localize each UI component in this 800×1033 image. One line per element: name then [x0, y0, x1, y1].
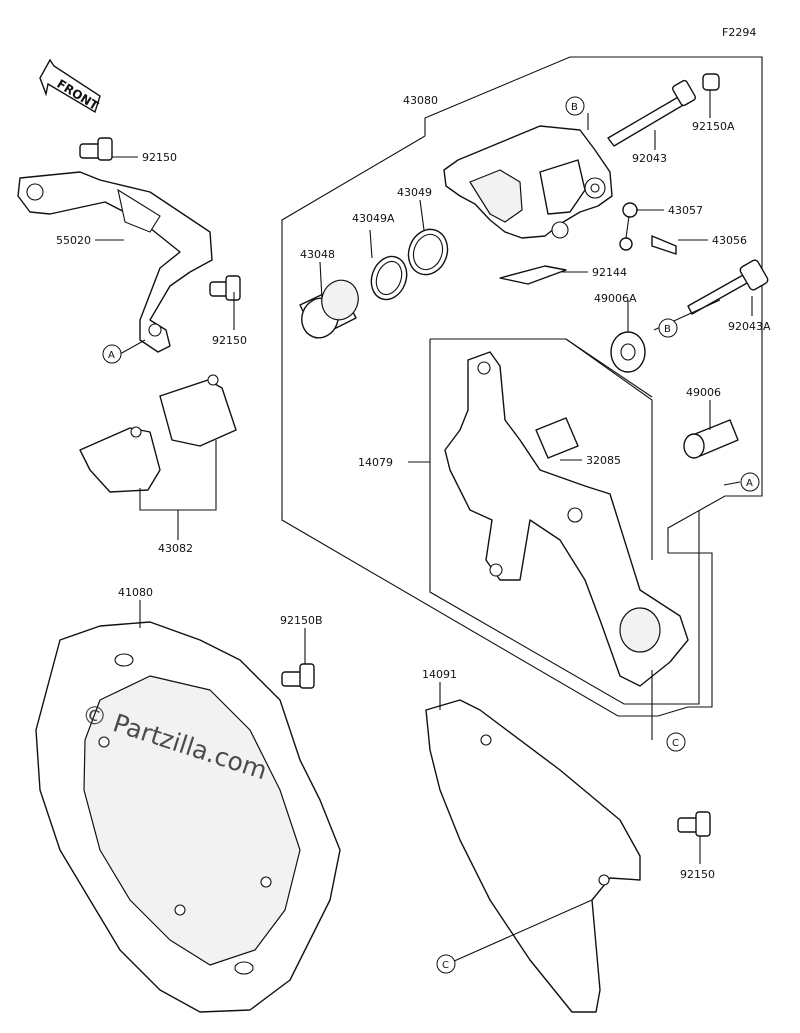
part-label-55020[interactable]: 55020	[56, 234, 91, 247]
plug-92150A[interactable]	[702, 73, 720, 91]
pin-92043[interactable]	[607, 79, 697, 147]
part-label-43082[interactable]: 43082	[158, 542, 193, 555]
reference-a-bracket[interactable]: A	[740, 472, 760, 492]
cap-43057[interactable]	[619, 202, 638, 251]
bolt-92150-mid[interactable]	[209, 275, 241, 301]
bushing-49006A[interactable]	[610, 331, 646, 373]
part-label-43049[interactable]: 43049	[397, 186, 432, 199]
part-label-49006A[interactable]: 49006A	[594, 292, 637, 305]
bolt-92150B[interactable]	[281, 663, 315, 689]
figure-code: F2294	[722, 26, 756, 39]
brake-pedal-55020[interactable]	[17, 171, 213, 353]
reference-b-top[interactable]: B	[565, 96, 585, 116]
front-arrow-icon: FRONT	[39, 58, 101, 113]
part-label-43056[interactable]: 43056	[712, 234, 747, 247]
caliper-bracket-14079[interactable]	[444, 351, 689, 687]
svg-text:A: A	[746, 478, 753, 489]
part-label-14079[interactable]: 14079	[358, 456, 393, 469]
svg-text:B: B	[664, 324, 671, 335]
svg-text:A: A	[108, 350, 115, 361]
bolt-92150-top[interactable]	[79, 137, 113, 161]
part-label-41080[interactable]: 41080	[118, 586, 153, 599]
part-label-92150-mid[interactable]: 92150	[212, 334, 247, 347]
part-label-49006[interactable]: 49006	[686, 386, 721, 399]
reference-b-mid[interactable]: B	[658, 318, 678, 338]
clip-92144[interactable]	[499, 265, 567, 285]
part-label-43049A[interactable]: 43049A	[352, 212, 395, 225]
part-label-14091[interactable]: 14091	[422, 668, 457, 681]
part-label-43080[interactable]: 43080	[403, 94, 438, 107]
leader-lines	[95, 90, 753, 963]
part-label-92144[interactable]: 92144	[592, 266, 627, 279]
brake-disc-41080[interactable]	[35, 621, 341, 1013]
piston-43048[interactable]	[296, 275, 364, 343]
caliper-body[interactable]	[443, 125, 613, 239]
part-label-92043A[interactable]: 92043A	[728, 320, 771, 333]
reference-a-pedal[interactable]: A	[102, 344, 122, 364]
part-label-32085[interactable]: 32085	[586, 454, 621, 467]
part-label-92150-top[interactable]: 92150	[142, 151, 177, 164]
svg-text:C: C	[672, 738, 679, 749]
bolt-92150-bottom[interactable]	[677, 811, 711, 837]
reference-c-guard[interactable]: C	[436, 954, 456, 974]
part-label-92150B[interactable]: 92150B	[280, 614, 323, 627]
part-label-43057[interactable]: 43057	[668, 204, 703, 217]
reference-c-bracket[interactable]: C	[666, 732, 686, 752]
svg-text:B: B	[571, 102, 578, 113]
disc-guard-14091[interactable]	[425, 699, 641, 1013]
bleeder-43056[interactable]	[651, 235, 677, 255]
part-label-92150A[interactable]: 92150A	[692, 120, 735, 133]
part-label-92150-bottom[interactable]: 92150	[680, 868, 715, 881]
pad-spring-32085[interactable]	[535, 417, 579, 459]
caliper-assembly-outline	[281, 56, 763, 717]
bushing-49006[interactable]	[683, 419, 739, 459]
svg-text:C: C	[442, 960, 449, 971]
part-label-43048[interactable]: 43048	[300, 248, 335, 261]
part-label-92043[interactable]: 92043	[632, 152, 667, 165]
brake-pads-43082[interactable]	[79, 374, 237, 511]
pin-92043A[interactable]	[687, 259, 769, 315]
